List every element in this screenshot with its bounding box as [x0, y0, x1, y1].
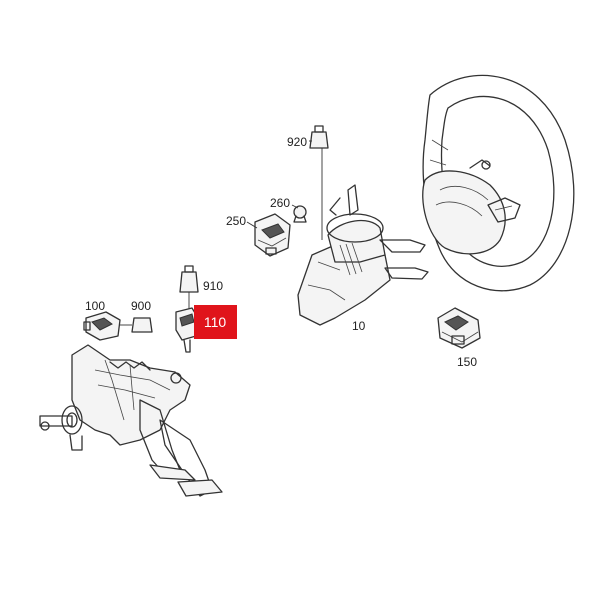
label-part-110: 110	[204, 314, 227, 330]
steering-column	[297, 184, 429, 326]
steering-wheel	[422, 74, 575, 292]
label-part-250: 250	[226, 214, 246, 228]
label-part-10: 10	[352, 319, 366, 333]
part-920-connector	[309, 125, 329, 240]
label-part-100: 100	[85, 299, 105, 313]
part-100-switch	[83, 311, 121, 341]
label-part-920: 920	[287, 135, 307, 149]
highlight-box	[194, 305, 237, 339]
highlight-part-110[interactable]: 110	[194, 305, 237, 339]
part-910-connector	[179, 265, 199, 310]
part-250-switch	[254, 213, 291, 257]
label-part-150: 150	[457, 355, 477, 369]
label-part-260: 260	[270, 196, 290, 210]
part-900-connector	[120, 317, 153, 333]
part-150-switch	[437, 307, 481, 349]
label-part-900: 900	[131, 299, 151, 313]
pedal-assembly	[39, 344, 223, 497]
part-110-switch	[175, 307, 199, 353]
label-part-910: 910	[203, 279, 223, 293]
part-260-plug	[293, 205, 307, 223]
